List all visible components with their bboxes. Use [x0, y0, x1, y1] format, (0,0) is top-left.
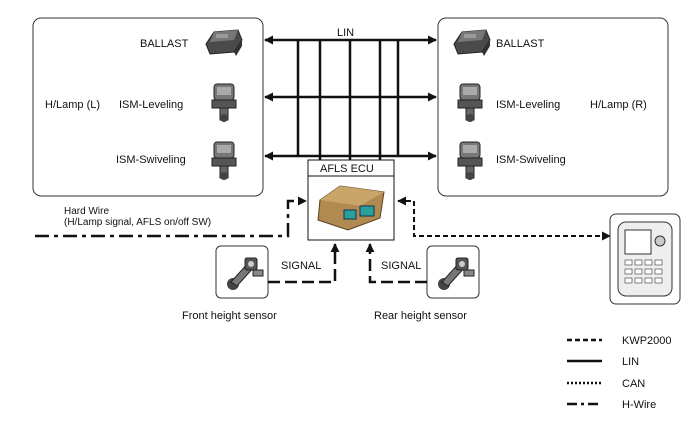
right-ism-swiveling-label: ISM-Swiveling [496, 154, 566, 166]
rear-height-sensor-label: Rear height sensor [374, 310, 467, 322]
rear-signal-line [365, 243, 427, 284]
lin-bus [264, 35, 437, 161]
afls-ecu-icon [317, 185, 385, 231]
kwp2000-line [397, 196, 611, 241]
legend-kwp2000-label: KWP2000 [622, 335, 672, 347]
legend-can-label: CAN [622, 378, 645, 390]
rear-signal-label: SIGNAL [381, 260, 421, 272]
right-headlamp-label: H/Lamp (R) [590, 99, 647, 111]
legend-lin-label: LIN [622, 356, 639, 368]
front-height-sensor-label: Front height sensor [182, 310, 277, 322]
front-signal-label: SIGNAL [281, 260, 321, 272]
left-ballast-label: BALLAST [140, 38, 189, 50]
right-ism-leveling-label: ISM-Leveling [496, 99, 560, 111]
left-ism-swiveling-label: ISM-Swiveling [116, 154, 186, 166]
hard-wire-detail-label: (H/Lamp signal, AFLS on/off SW) [64, 217, 211, 228]
front-signal-line [268, 243, 340, 284]
diagnostic-tester [609, 213, 681, 305]
left-headlamp-box [32, 17, 264, 197]
legend [567, 338, 602, 406]
left-ism-leveling-label: ISM-Leveling [119, 99, 183, 111]
left-headlamp-label: H/Lamp (L) [45, 99, 100, 111]
afls-ecu-title: AFLS ECU [320, 163, 374, 175]
right-headlamp-box [437, 17, 669, 197]
hard-wire-label: Hard Wire [64, 206, 109, 217]
legend-hwire-label: H-Wire [622, 399, 656, 411]
lin-label: LIN [337, 27, 354, 39]
right-ballast-label: BALLAST [496, 38, 545, 50]
